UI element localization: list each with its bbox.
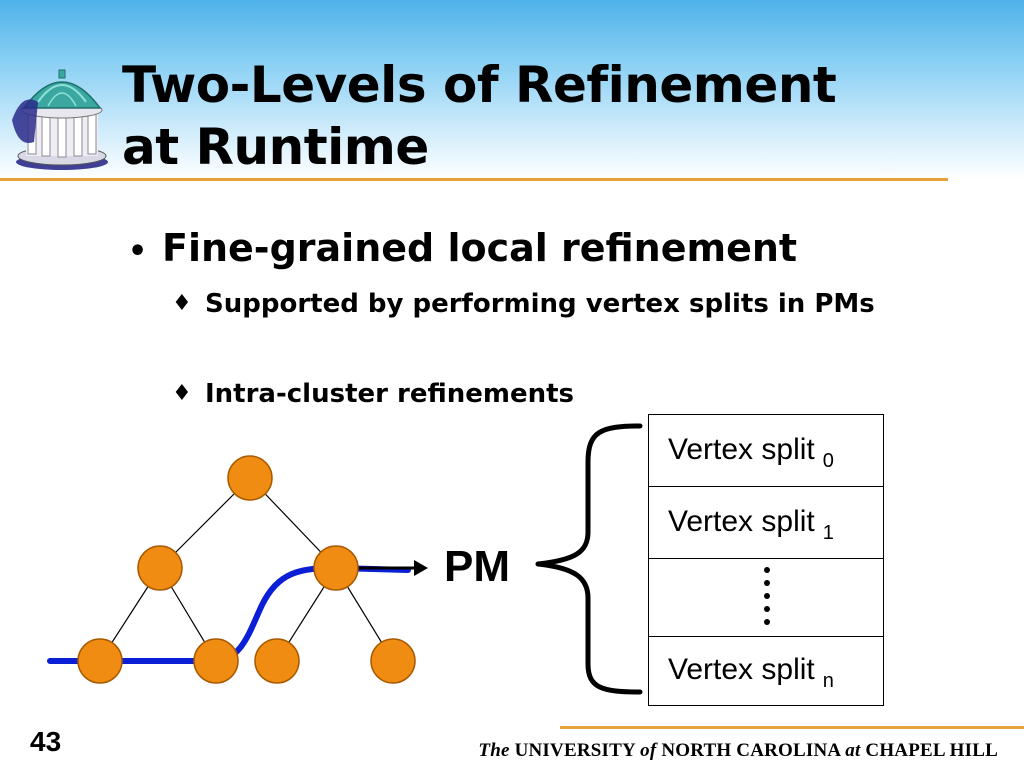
- tree-node-leaf: [370, 638, 416, 684]
- tree-nodes: [77, 455, 416, 684]
- slide-title: Two-Levels of Refinement at Runtime: [122, 54, 837, 178]
- tree-node-root: [227, 455, 273, 501]
- tree-node-left: [137, 545, 183, 591]
- sub-bullet-text: Intra-cluster refinements: [205, 379, 575, 409]
- bullet-fine-grained: • Fine-grained local refinement: [128, 224, 797, 276]
- footer-divider: [560, 726, 1024, 729]
- title-line-2: at Runtime: [122, 118, 429, 176]
- vertex-split-subscript: 1: [822, 522, 834, 544]
- title-divider: [0, 178, 948, 181]
- footer-north-carolina: NORTH CAROLINA: [661, 740, 841, 761]
- vertex-split-table: Vertex split 0 Vertex split 1 Vertex split…: [648, 414, 884, 706]
- curly-brace: [535, 423, 643, 695]
- footer-university-word: UNIVERSITY: [514, 740, 636, 761]
- bullet-text: Fine-grained local refinement: [162, 226, 798, 270]
- vertex-split-text: Vertex split: [668, 505, 815, 538]
- sub-bullet-text: Supported by performing vertex splits in…: [205, 289, 875, 319]
- vertical-ellipsis-icon: [764, 567, 770, 625]
- footer-at: at: [845, 740, 861, 761]
- sub-bullet-intra-cluster: ♦ Intra-cluster refinements: [172, 376, 932, 412]
- diamond-bullet-icon: ♦: [172, 291, 192, 316]
- pm-arrow: [356, 560, 428, 576]
- sub-bullet-vertex-splits: ♦ Supported by performing vertex splits …: [172, 286, 932, 322]
- page-number: 43: [30, 726, 62, 757]
- table-row: Vertex split 1: [649, 487, 883, 559]
- pm-label: PM: [444, 542, 510, 591]
- vertex-split-label: Vertex split 0: [668, 433, 834, 472]
- vertex-split-subscript: n: [822, 670, 834, 692]
- header-band: [0, 0, 1024, 180]
- table-row-ellipsis: [649, 559, 883, 637]
- vertex-split-subscript: 0: [822, 450, 834, 472]
- diamond-bullet-icon: ♦: [172, 381, 192, 406]
- bullet-marker: •: [128, 234, 148, 269]
- table-row: Vertex split 0: [649, 415, 883, 487]
- table-row: Vertex split n: [649, 637, 883, 707]
- vertex-split-label: Vertex split 1: [668, 505, 834, 544]
- title-line-1: Two-Levels of Refinement: [122, 56, 837, 114]
- old-well-icon: [12, 69, 108, 170]
- tree-node-leaf: [77, 638, 123, 684]
- tree-node-leaf: [254, 638, 300, 684]
- footer-chapel-hill: CHAPEL HILL: [865, 740, 998, 761]
- footer-of: of: [640, 740, 657, 761]
- tree-node-right: [313, 545, 359, 591]
- vertex-split-text: Vertex split: [668, 653, 815, 686]
- footer-the: The: [478, 740, 510, 761]
- vertex-split-text: Vertex split: [668, 433, 815, 466]
- footer-university: The UNIVERSITY of NORTH CAROLINA at CHAP…: [478, 740, 998, 762]
- vertex-split-label: Vertex split n: [668, 653, 834, 692]
- tree-node-leaf: [193, 638, 239, 684]
